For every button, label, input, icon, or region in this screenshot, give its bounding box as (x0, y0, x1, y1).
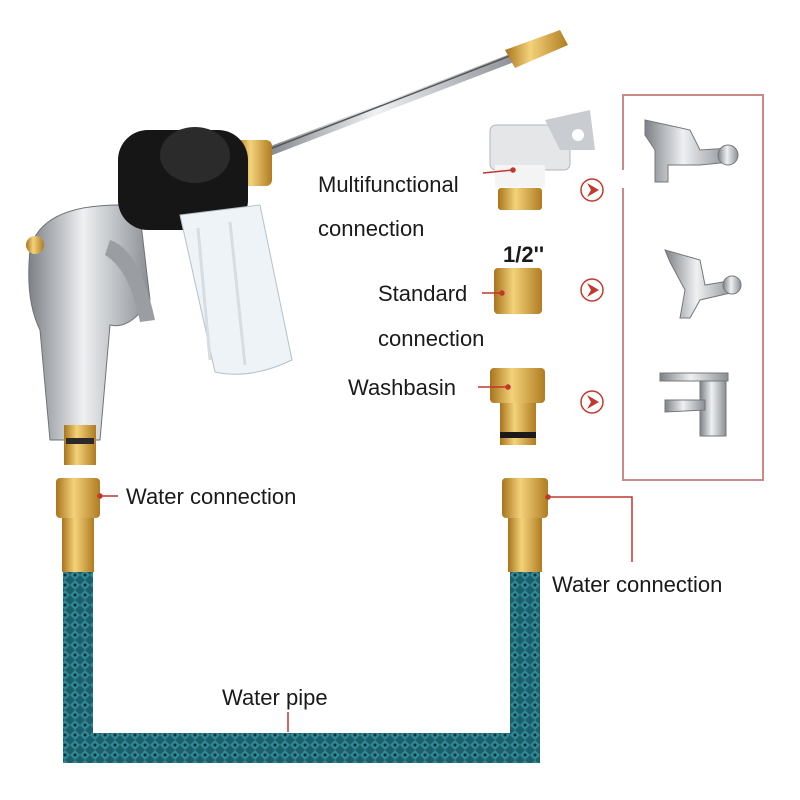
label-multifunctional: Multifunctional (318, 172, 459, 197)
wall-faucet-icon (644, 119, 739, 183)
label-water-connection-right: Water connection (552, 572, 722, 597)
label-multifunctional-connection: connection (318, 216, 424, 241)
label-water-pipe: Water pipe (222, 685, 328, 710)
arrow-icon (580, 178, 604, 202)
tap-faucet-icon (664, 249, 742, 319)
washbasin-adapter (490, 368, 545, 445)
hose-fitting-left (56, 478, 100, 572)
lance (258, 50, 522, 160)
basin-faucet-icon (659, 372, 729, 437)
label-washbasin: Washbasin (348, 375, 456, 400)
water-pipe-hose (63, 570, 540, 763)
label-water-connection-left: Water connection (126, 484, 296, 509)
leader-lines (97, 167, 633, 732)
arrow-icon (580, 278, 604, 302)
label-standard-connection: connection (378, 326, 484, 351)
arrow-icon (580, 390, 604, 414)
spray-gun (26, 30, 568, 465)
standard-adapter (494, 268, 542, 314)
label-standard: Standard (378, 281, 467, 306)
handle (28, 204, 151, 441)
hose-fitting-right (502, 478, 548, 572)
faucet-box (622, 94, 764, 481)
gun-connector (64, 425, 96, 465)
multifunctional-adapter (489, 110, 595, 210)
label-size: 1/2'' (503, 242, 544, 267)
trigger (105, 240, 155, 322)
nozzle (505, 30, 568, 68)
